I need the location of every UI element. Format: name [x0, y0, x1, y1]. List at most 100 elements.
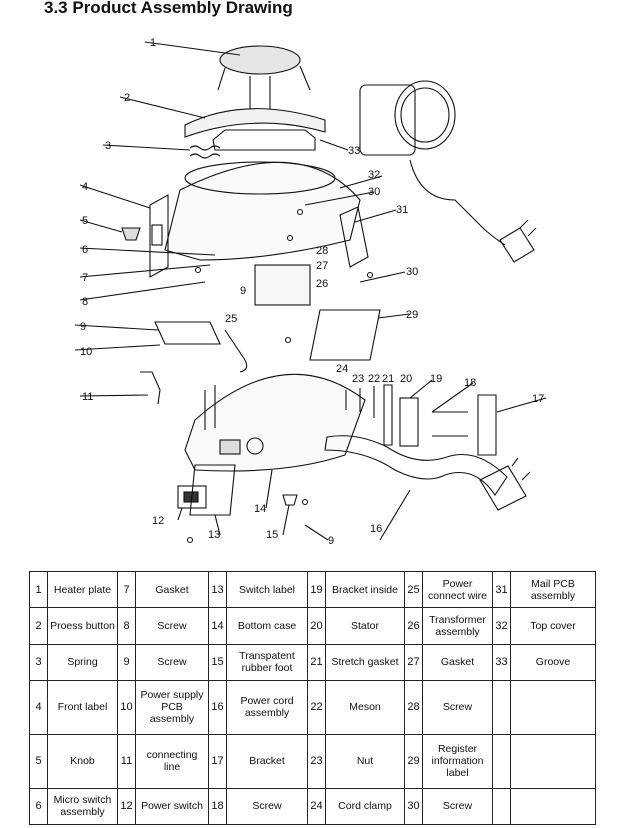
part-number-cell: 5	[29, 733, 48, 789]
part-number-cell: 10	[117, 680, 136, 735]
part-number-cell: 25	[404, 570, 423, 609]
part-name-cell: Power switch	[135, 787, 209, 826]
part-name-cell: Bracket inside	[325, 570, 405, 609]
callout-numbers: 1 2 3 4 5 6 7 8 9 10 11 33 32 30 31 28 2…	[80, 37, 544, 547]
part-name-cell: Front label	[47, 680, 118, 735]
part-number-cell: 7	[117, 570, 136, 609]
part-number-cell: 30	[404, 787, 423, 826]
callout-label: 29	[406, 309, 418, 321]
callout-label: 24	[336, 363, 348, 375]
transformer-part	[254, 264, 311, 306]
power-switch-part	[177, 485, 207, 509]
callout-label: 25	[225, 313, 237, 325]
part-number-cell: 8	[117, 607, 136, 645]
callout-label: 7	[82, 272, 88, 284]
press-button-ring	[184, 108, 326, 138]
part-number-cell: 31	[492, 570, 511, 609]
callout-label: 2	[124, 92, 130, 104]
power-pcb-part	[154, 321, 221, 345]
spring-part	[189, 145, 221, 159]
callout-label: 18	[464, 377, 476, 389]
part-number-cell: 3	[29, 643, 48, 682]
part-name-cell: Mail PCB assembly	[510, 570, 596, 609]
part-number-cell: 21	[307, 643, 326, 682]
part-name-cell: Screw	[135, 643, 209, 682]
part-name-cell	[510, 787, 596, 826]
power-cord-part	[324, 435, 508, 496]
part-number-cell: 27	[404, 643, 423, 682]
connecting-line-part	[140, 371, 161, 405]
bracket-inside-part	[399, 397, 419, 447]
part-name-cell	[510, 733, 596, 789]
part-number-cell: 24	[307, 787, 326, 826]
part-number-cell: 29	[404, 733, 423, 789]
part-name-cell: connecting line	[135, 733, 209, 789]
callout-label: 14	[254, 503, 266, 515]
part-name-cell: Gasket	[422, 643, 493, 682]
part-number-cell: 14	[208, 607, 227, 645]
rubber-foot-part	[282, 494, 298, 506]
part-number-cell: 17	[208, 733, 227, 789]
callout-label: 23	[352, 373, 364, 385]
part-number-cell: 23	[307, 733, 326, 789]
callout-label: 21	[382, 373, 394, 385]
part-name-cell: Transformer assembly	[422, 607, 493, 645]
part-name-cell: Knob	[47, 733, 118, 789]
groove-part	[212, 129, 316, 151]
callout-label: 6	[82, 244, 88, 256]
callout-label: 19	[430, 373, 442, 385]
callout-label: 4	[82, 181, 88, 193]
callout-label: 15	[266, 529, 278, 541]
power-unit-top-right	[359, 80, 537, 263]
part-name-cell: Power connect wire	[422, 570, 493, 609]
switch-label-part	[189, 464, 236, 516]
callout-label: 30	[368, 186, 380, 198]
part-name-cell: Stator	[325, 607, 405, 645]
part-name-cell: Nut	[325, 733, 405, 789]
part-name-cell: Power cord assembly	[226, 680, 308, 735]
main-pcb-part	[339, 206, 369, 268]
part-number-cell: 12	[117, 787, 136, 826]
part-name-cell: Screw	[422, 680, 493, 735]
part-name-cell: Screw	[135, 607, 209, 645]
part-number-cell: 19	[307, 570, 326, 609]
part-name-cell: Stretch gasket	[325, 643, 405, 682]
part-number-cell: 13	[208, 570, 227, 609]
part-number-cell: 6	[29, 787, 48, 826]
part-number-cell: 16	[208, 680, 227, 735]
part-name-cell: Gasket	[135, 570, 209, 609]
knob-part	[121, 227, 141, 241]
part-number-cell: 4	[29, 680, 48, 735]
power-connect-wire	[224, 329, 248, 373]
callout-label: 32	[368, 169, 380, 181]
part-name-cell: Screw	[422, 787, 493, 826]
part-number-cell: 2	[29, 607, 48, 645]
heater-plate-part	[219, 45, 301, 75]
part-name-cell: Bracket	[226, 733, 308, 789]
part-name-cell: Power supply PCB assembly	[135, 680, 209, 735]
part-name-cell: Micro switch assembly	[47, 787, 118, 826]
callout-label: 20	[400, 373, 412, 385]
part-name-cell: Meson	[325, 680, 405, 735]
part-name-cell: Screw	[226, 787, 308, 826]
part-number-cell: 28	[404, 680, 423, 735]
part-name-cell	[510, 680, 596, 735]
front-label-part	[149, 194, 169, 278]
part-number-cell	[492, 733, 511, 789]
part-number-cell: 9	[117, 643, 136, 682]
part-number-cell: 20	[307, 607, 326, 645]
callout-label: 12	[152, 515, 164, 527]
callout-label: 10	[80, 346, 92, 358]
callout-label: 11	[82, 391, 93, 403]
part-number-cell: 26	[404, 607, 423, 645]
part-number-cell: 33	[492, 643, 511, 682]
part-number-cell: 1	[29, 570, 48, 609]
part-number-cell	[492, 680, 511, 735]
callout-label: 1	[150, 37, 156, 49]
callout-label: 9	[240, 285, 246, 297]
